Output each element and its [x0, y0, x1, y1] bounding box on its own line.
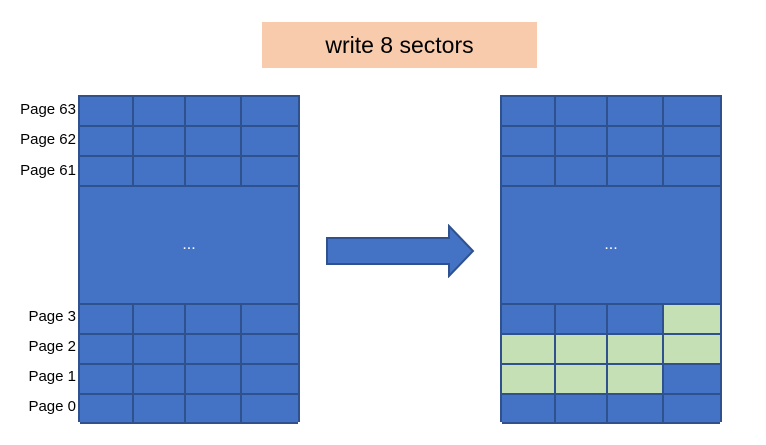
sector-blank — [186, 365, 242, 395]
sector-blank — [186, 395, 242, 424]
sector-written — [556, 335, 608, 365]
page-row — [502, 335, 720, 365]
sector-blank — [134, 335, 186, 365]
page-row — [80, 157, 298, 187]
sector-blank — [186, 335, 242, 365]
page-label: Page 1 — [28, 368, 76, 385]
page-label: Page 63 — [20, 101, 76, 118]
page-row — [502, 157, 720, 187]
sector-blank — [80, 97, 134, 127]
sector-written — [664, 335, 720, 365]
sector-blank — [502, 305, 556, 335]
sector-blank — [664, 157, 720, 187]
page-label: Page 62 — [20, 131, 76, 148]
page-label: Page 0 — [28, 398, 76, 415]
title-banner: write 8 sectors — [262, 22, 537, 68]
page-row — [502, 127, 720, 157]
sector-blank — [186, 305, 242, 335]
page-row — [80, 305, 298, 335]
sector-blank — [608, 97, 664, 127]
sector-blank — [608, 395, 664, 424]
sector-blank — [242, 127, 298, 157]
page-label: Page 2 — [28, 338, 76, 355]
sector-blank — [80, 157, 134, 187]
ellipsis: ... — [80, 187, 298, 305]
sector-blank — [556, 305, 608, 335]
page-row — [502, 395, 720, 424]
page-row — [502, 97, 720, 127]
sector-written — [664, 305, 720, 335]
sector-blank — [556, 395, 608, 424]
sector-blank — [664, 395, 720, 424]
sector-blank — [242, 305, 298, 335]
ellipsis: ... — [502, 187, 720, 305]
sector-blank — [242, 97, 298, 127]
sector-blank — [664, 127, 720, 157]
page-label: Page 3 — [28, 308, 76, 325]
arrow-right-icon — [326, 224, 475, 278]
sector-blank — [80, 127, 134, 157]
sector-blank — [664, 97, 720, 127]
sector-blank — [134, 395, 186, 424]
flash-block-before: ... — [78, 95, 300, 424]
sector-blank — [186, 157, 242, 187]
page-row — [80, 365, 298, 395]
sector-blank — [608, 305, 664, 335]
sector-blank — [134, 127, 186, 157]
sector-blank — [664, 365, 720, 395]
page-row — [80, 127, 298, 157]
sector-blank — [80, 335, 134, 365]
sector-blank — [242, 157, 298, 187]
page-row — [502, 305, 720, 335]
sector-blank — [186, 127, 242, 157]
page-row — [80, 97, 298, 127]
sector-blank — [556, 157, 608, 187]
sector-blank — [242, 365, 298, 395]
flash-block-after: ... — [500, 95, 722, 424]
sector-blank — [134, 365, 186, 395]
sector-blank — [608, 127, 664, 157]
sector-blank — [502, 395, 556, 424]
sector-blank — [186, 97, 242, 127]
page-row — [80, 335, 298, 365]
sector-blank — [242, 335, 298, 365]
sector-blank — [608, 157, 664, 187]
sector-written — [502, 335, 556, 365]
sector-blank — [556, 127, 608, 157]
sector-blank — [502, 127, 556, 157]
sector-blank — [134, 305, 186, 335]
sector-blank — [134, 157, 186, 187]
page-label: Page 61 — [20, 162, 76, 179]
sector-blank — [134, 97, 186, 127]
sector-blank — [502, 157, 556, 187]
sector-blank — [80, 365, 134, 395]
sector-blank — [502, 97, 556, 127]
sector-blank — [80, 395, 134, 424]
sector-blank — [556, 97, 608, 127]
sector-blank — [80, 305, 134, 335]
sector-blank — [242, 395, 298, 424]
sector-written — [608, 335, 664, 365]
sector-written — [556, 365, 608, 395]
page-row — [80, 395, 298, 424]
sector-written — [608, 365, 664, 395]
page-row — [502, 365, 720, 395]
sector-written — [502, 365, 556, 395]
